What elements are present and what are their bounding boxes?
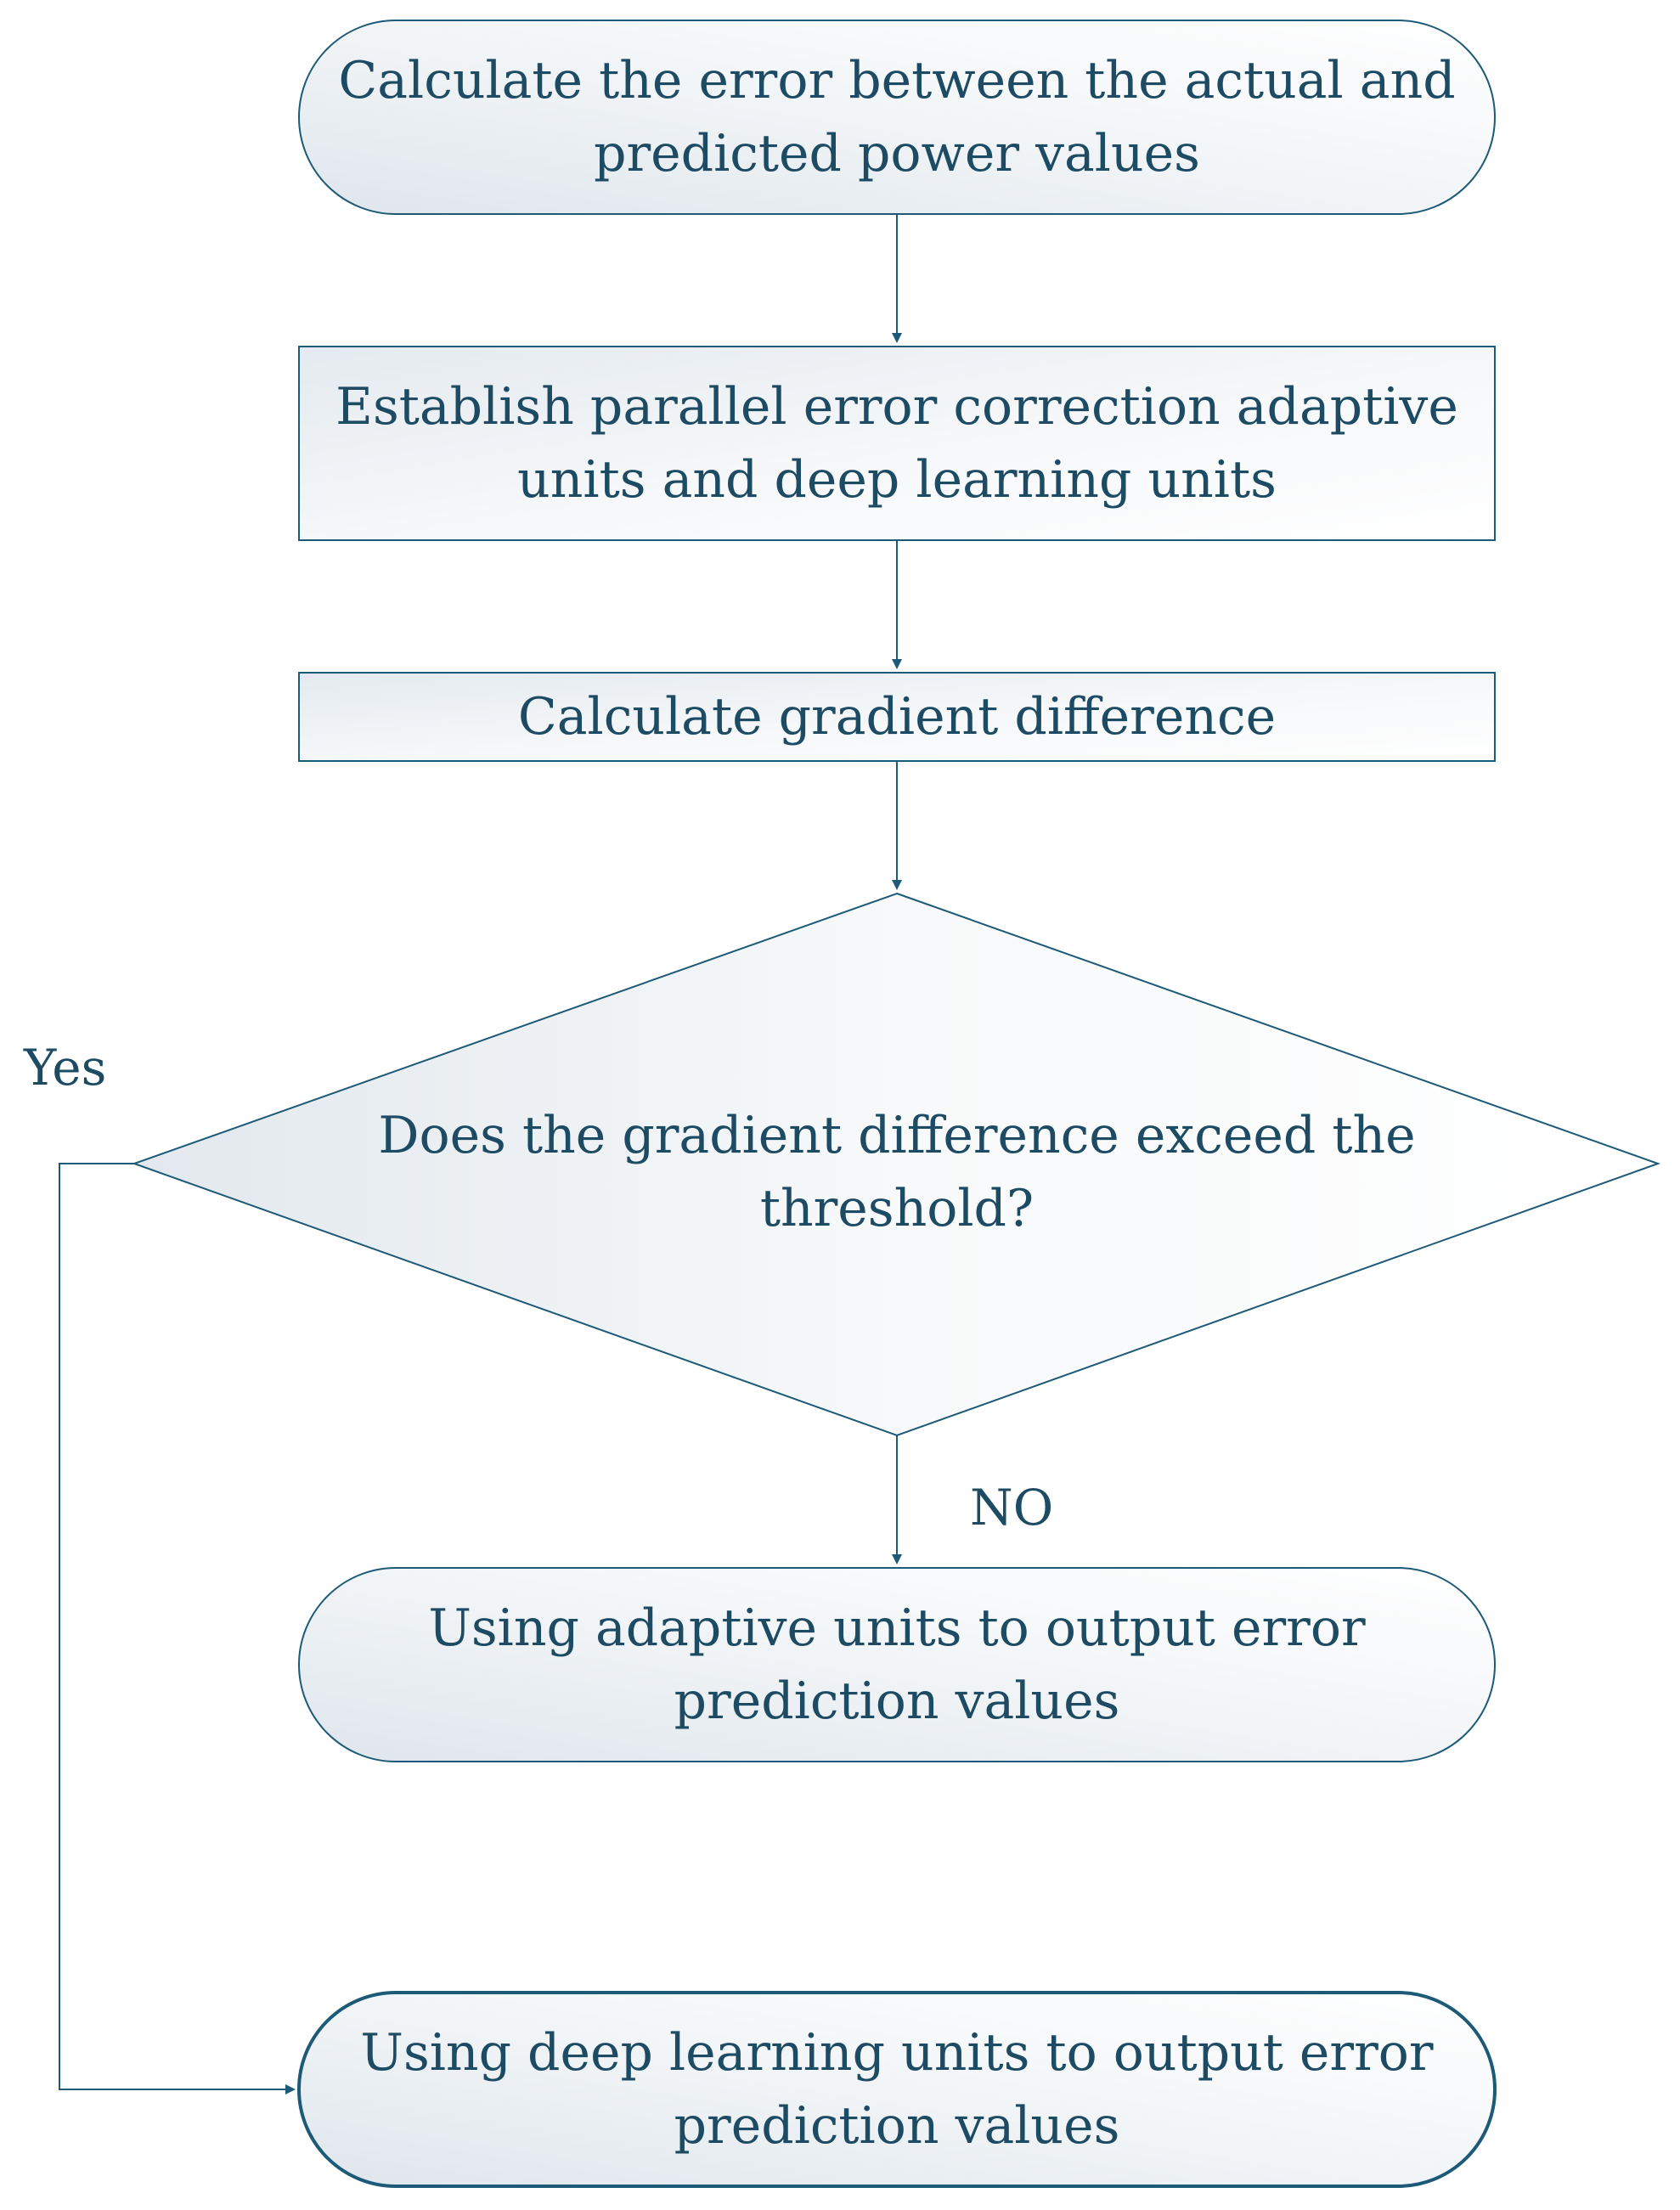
establish-process-shape xyxy=(298,346,1496,541)
connector-decision-to-deep-output xyxy=(59,1163,296,2094)
adaptive-output-terminator-shape xyxy=(298,1567,1496,1762)
start-terminator-shape xyxy=(298,20,1496,215)
decision-diamond-shape xyxy=(132,892,1660,1437)
branch-yes-label: Yes xyxy=(24,1039,107,1097)
branch-no-label: NO xyxy=(970,1479,1054,1536)
gradient-process-shape xyxy=(298,672,1496,762)
deep-output-terminator-shape xyxy=(297,1991,1497,2188)
